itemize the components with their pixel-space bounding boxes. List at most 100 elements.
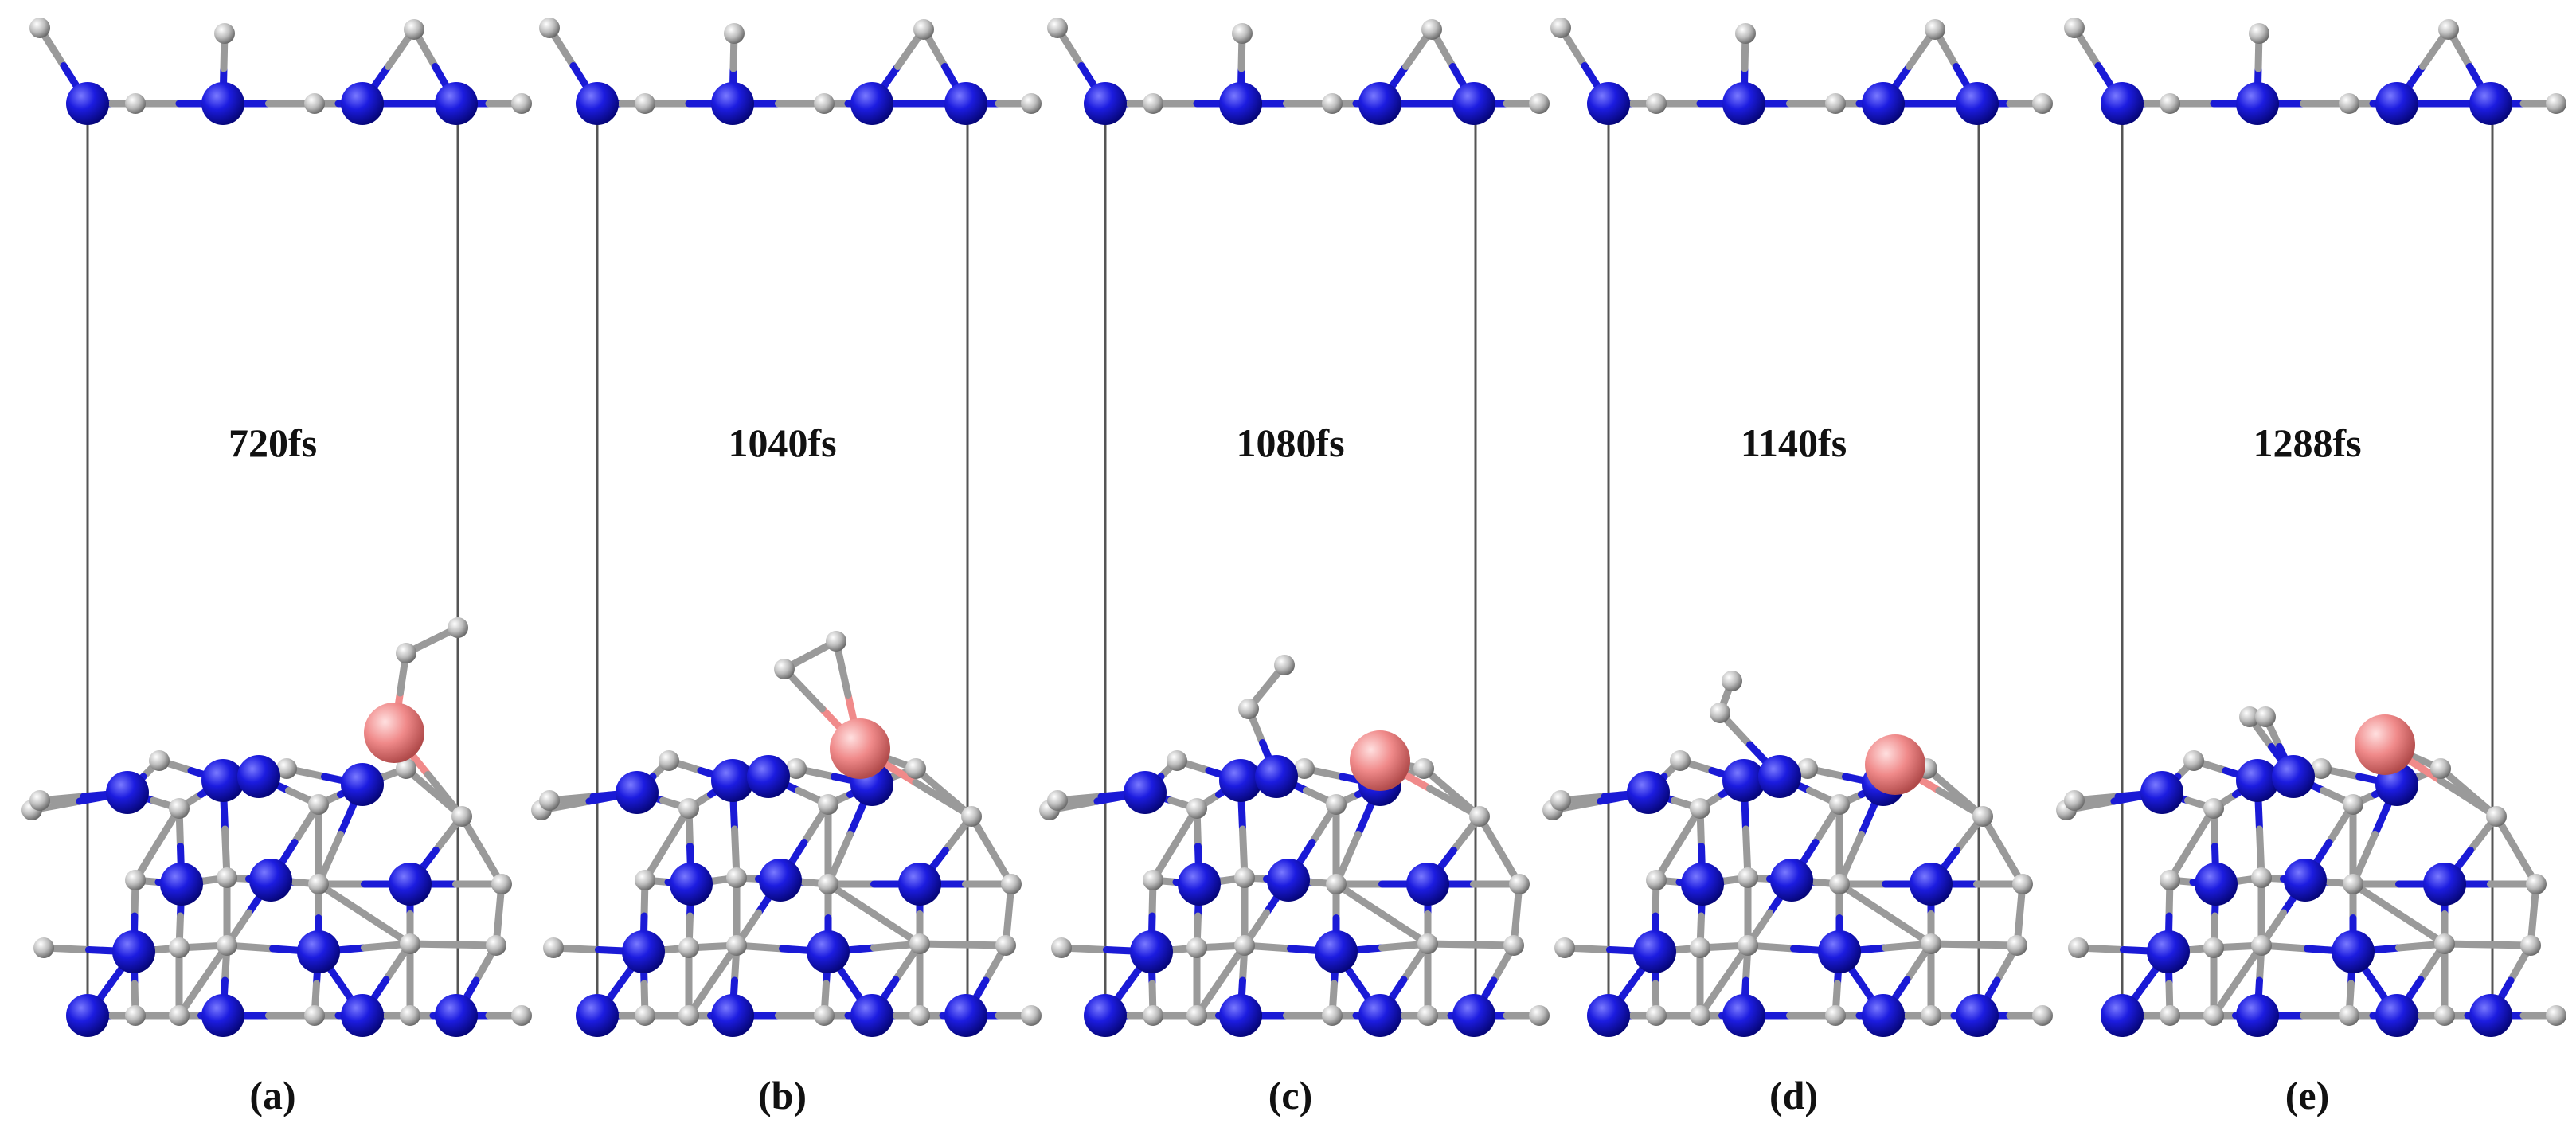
pink-atom xyxy=(830,718,890,779)
blue-atom xyxy=(1910,863,1953,906)
gray-atom xyxy=(2255,706,2276,727)
blue-atom xyxy=(2332,930,2375,973)
blue-atom xyxy=(249,859,292,902)
blue-atom xyxy=(850,82,893,125)
gray-atom xyxy=(814,93,835,114)
gray-atom xyxy=(169,937,190,958)
gray-atom xyxy=(786,758,807,779)
gray-atom xyxy=(1186,1005,1207,1026)
gray-atom xyxy=(635,870,655,890)
gray-atom xyxy=(1825,93,1846,114)
blue-atom xyxy=(341,82,384,125)
blue-atom xyxy=(576,82,619,125)
gray-atom xyxy=(217,867,237,888)
blue-atom xyxy=(201,82,244,125)
gray-atom xyxy=(169,1005,190,1026)
blue-atom xyxy=(576,994,619,1037)
gray-atom xyxy=(1829,794,1850,815)
blue-atom xyxy=(1358,994,1401,1037)
gray-atom xyxy=(308,794,329,815)
blue-atom xyxy=(2101,994,2144,1037)
gray-atom xyxy=(1503,935,1524,956)
blue-atom xyxy=(1315,930,1358,973)
blue-atom xyxy=(1130,930,1173,973)
gray-atom xyxy=(149,750,170,771)
blue-atom xyxy=(1452,82,1495,125)
gray-atom xyxy=(659,750,679,771)
gray-atom xyxy=(1646,870,1667,890)
gray-atom xyxy=(2526,874,2547,894)
blue-atom xyxy=(2236,82,2279,125)
gray-atom xyxy=(29,790,50,811)
blue-atom xyxy=(201,759,244,802)
blue-atom xyxy=(759,859,802,902)
gray-atom xyxy=(818,874,838,894)
gray-atom xyxy=(1690,937,1710,958)
blue-atom xyxy=(389,863,432,906)
blue-atom xyxy=(1633,930,1676,973)
gray-atom xyxy=(169,798,190,819)
blue-atom xyxy=(435,82,478,125)
blue-atom xyxy=(1862,82,1905,125)
panel-caption: (d) xyxy=(1769,1073,1818,1117)
gray-atom xyxy=(814,1005,835,1026)
gray-atom xyxy=(404,19,424,40)
gray-atom xyxy=(1322,93,1343,114)
bond xyxy=(2437,777,2500,820)
snapshot-panel-d: 1140fs(d) xyxy=(1542,18,2053,1117)
gray-atom xyxy=(678,937,699,958)
gray-atom xyxy=(2438,19,2459,40)
blue-atom xyxy=(66,994,109,1037)
gray-atom xyxy=(511,1005,532,1026)
panel-caption: (c) xyxy=(1268,1073,1313,1117)
blue-atom xyxy=(2236,994,2279,1037)
blue-atom xyxy=(1406,863,1449,906)
gray-atom xyxy=(2343,874,2363,894)
gray-atom xyxy=(2434,933,2455,954)
gray-atom xyxy=(33,937,54,958)
blue-atom xyxy=(1219,82,1262,125)
pink-atom xyxy=(1865,734,1925,795)
gray-atom xyxy=(961,806,982,827)
gray-atom xyxy=(1143,93,1163,114)
blue-atom xyxy=(2375,994,2418,1037)
gray-atom xyxy=(909,933,930,954)
gray-atom xyxy=(1797,758,1818,779)
gray-atom xyxy=(2546,93,2566,114)
gray-atom xyxy=(678,1005,699,1026)
time-label: 1080fs xyxy=(1236,421,1344,465)
blue-atom xyxy=(1681,863,1724,906)
gray-atom xyxy=(2311,758,2332,779)
gray-atom xyxy=(905,758,926,779)
time-label: 1040fs xyxy=(728,421,836,465)
blue-atom xyxy=(201,994,244,1037)
pink-atom xyxy=(1350,730,1410,791)
blue-atom xyxy=(1758,755,1801,798)
gray-atom xyxy=(1238,699,1259,719)
blue-atom xyxy=(1084,994,1127,1037)
gray-atom xyxy=(1921,1005,1941,1026)
snapshot-panel-a: 720fs(a) xyxy=(21,18,532,1117)
gray-atom xyxy=(1326,874,1347,894)
gray-atom xyxy=(1417,1005,1438,1026)
gray-atom xyxy=(276,758,297,779)
blue-atom xyxy=(1722,759,1765,802)
blue-atom xyxy=(898,863,941,906)
gray-atom xyxy=(818,794,838,815)
gray-atom xyxy=(1234,935,1255,956)
gray-atom xyxy=(1825,1005,1846,1026)
blue-atom xyxy=(1084,82,1127,125)
blue-atom xyxy=(1862,994,1905,1037)
gray-atom xyxy=(1469,806,1490,827)
gray-atom xyxy=(304,93,325,114)
blue-atom xyxy=(341,763,384,806)
gray-atom xyxy=(1186,798,1207,819)
gray-atom xyxy=(2203,937,2224,958)
gray-atom xyxy=(2339,1005,2359,1026)
snapshot-panel-c: 1080fs (c) xyxy=(1039,18,1550,1117)
blue-atom xyxy=(807,930,850,973)
blue-atom xyxy=(237,755,280,798)
gray-atom xyxy=(304,1005,325,1026)
blue-atom xyxy=(1587,82,1630,125)
gray-atom xyxy=(2007,935,2027,956)
